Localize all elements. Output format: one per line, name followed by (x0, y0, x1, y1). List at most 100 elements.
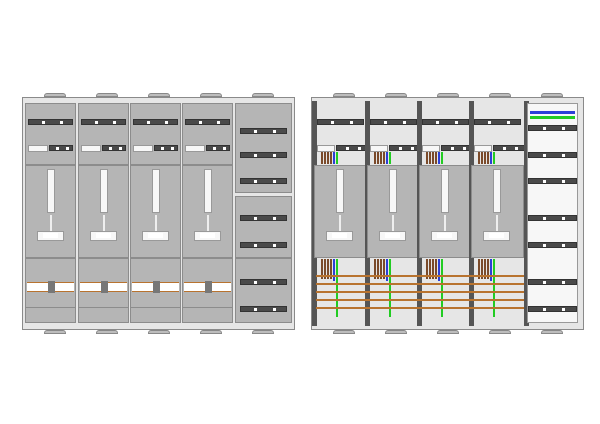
phase-wire (484, 152, 486, 164)
rail-screw-icon (41, 120, 45, 124)
hinge-bottom-icon (252, 330, 274, 334)
din-rail (240, 279, 287, 285)
rail-screw-icon (94, 120, 98, 124)
hinge-bottom-icon (489, 330, 511, 334)
rail-screw-icon (331, 120, 335, 124)
phase-wire (478, 259, 480, 279)
din-rail (102, 145, 126, 151)
rail-screw-icon (562, 307, 566, 311)
din-rail (493, 145, 525, 151)
hinge-top-icon (252, 93, 274, 97)
hinge-top-icon (96, 93, 118, 97)
hinge-top-icon (44, 93, 66, 97)
din-rail (528, 306, 577, 312)
hinge-bottom-icon (44, 330, 66, 334)
rail-screw-icon (216, 120, 220, 124)
din-rail (317, 119, 364, 125)
rail-screw-icon (272, 153, 276, 157)
din-rail (528, 178, 577, 184)
phase-wire (429, 259, 431, 279)
terminal-label (148, 233, 163, 238)
meter-slot (335, 169, 344, 213)
rail-screw-icon (161, 146, 165, 150)
phase-wire (327, 152, 329, 164)
busbar-separator (100, 281, 108, 293)
hinge-bottom-icon (541, 330, 563, 334)
earth-wire (441, 152, 443, 164)
din-rail (528, 215, 577, 221)
neutral-wire (438, 259, 440, 281)
meter-slot (151, 169, 160, 213)
rail-screw-icon (358, 146, 362, 150)
earth-wire (493, 152, 495, 164)
meter-slot (440, 169, 449, 213)
rail-screw-icon (254, 129, 258, 133)
rail-screw-icon (213, 146, 217, 150)
din-rail (240, 178, 287, 184)
rail-screw-icon (254, 153, 258, 157)
distribution-cover (235, 258, 292, 323)
rail-screw-icon (254, 307, 258, 311)
din-rail (528, 125, 577, 131)
neutral-wire (333, 152, 335, 164)
phase-wire (481, 259, 483, 279)
phase-wire (321, 152, 323, 164)
phase-wire (383, 152, 385, 164)
rail-screw-icon (118, 146, 122, 150)
neutral-wire (333, 259, 335, 281)
busbar-separator (204, 281, 212, 293)
rail-screw-icon (515, 146, 519, 150)
rail-screw-icon (254, 243, 258, 247)
phase-wire (324, 152, 326, 164)
terminal-label (385, 233, 400, 238)
busbar-separator (152, 281, 160, 293)
rail-screw-icon (384, 120, 388, 124)
rail-screw-icon (109, 146, 113, 150)
earth-wire (389, 152, 391, 164)
busbar (316, 291, 529, 293)
hinge-top-icon (148, 93, 170, 97)
hinge-bottom-icon (148, 330, 170, 334)
breaker-block (317, 145, 335, 152)
din-rail (81, 119, 126, 125)
din-rail (28, 119, 73, 125)
rail-screw-icon (562, 153, 566, 157)
terminal-label (332, 233, 347, 238)
rail-screw-icon (65, 146, 69, 150)
phase-wire (327, 259, 329, 279)
rail-screw-icon (272, 216, 276, 220)
rail-screw-icon (272, 129, 276, 133)
meter-pin (391, 215, 394, 233)
phase-wire (383, 259, 385, 279)
meter-slot (388, 169, 397, 213)
neutral-terminal (530, 111, 575, 114)
rail-screw-icon (59, 120, 63, 124)
meter-pin (443, 215, 446, 233)
rail-screw-icon (542, 216, 546, 220)
phase-wire (478, 152, 480, 164)
hinge-top-icon (489, 93, 511, 97)
rail-screw-icon (402, 120, 406, 124)
phase-wire (481, 152, 483, 164)
phase-wire (484, 259, 486, 279)
mounting-post (524, 101, 529, 326)
meter-pin (49, 215, 52, 233)
rail-screw-icon (542, 179, 546, 183)
rail-screw-icon (562, 126, 566, 130)
rail-screw-icon (222, 146, 226, 150)
meter-slot (203, 169, 212, 213)
breaker-block (370, 145, 388, 152)
phase-wire (426, 259, 428, 279)
phase-wire (330, 152, 332, 164)
din-rail (133, 119, 178, 125)
phase-wire (432, 259, 434, 279)
phase-wire (374, 259, 376, 279)
label-field (130, 307, 181, 323)
phase-wire (487, 259, 489, 279)
breaker-block (474, 145, 492, 152)
busbar (316, 307, 529, 309)
breaker-block (81, 145, 101, 152)
rail-screw-icon (254, 179, 258, 183)
meter-pin (102, 215, 105, 233)
rail-screw-icon (272, 243, 276, 247)
